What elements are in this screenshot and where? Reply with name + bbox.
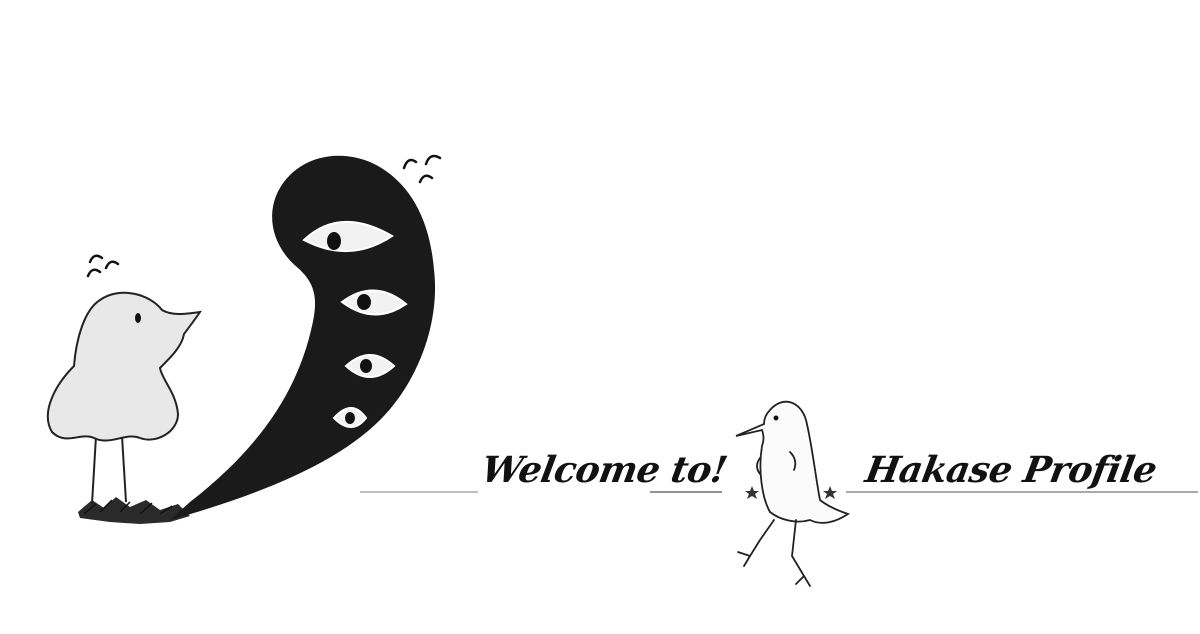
bird-left — [46, 291, 203, 505]
welcome-text: Welcome to! — [478, 449, 731, 491]
sweat-marks-bird — [86, 254, 120, 278]
monster-eye-3 — [344, 354, 396, 378]
sweat-marks-monster — [402, 154, 442, 184]
shadow-monster — [170, 155, 436, 520]
grass-tuft — [78, 497, 190, 524]
monster-eye-1 — [302, 220, 394, 252]
bird-walking — [735, 400, 851, 587]
monster-eye-2 — [340, 289, 408, 316]
star-marks — [745, 486, 837, 499]
profile-title: Hakase Profile — [862, 449, 1160, 491]
monster-eye-4 — [332, 407, 368, 428]
